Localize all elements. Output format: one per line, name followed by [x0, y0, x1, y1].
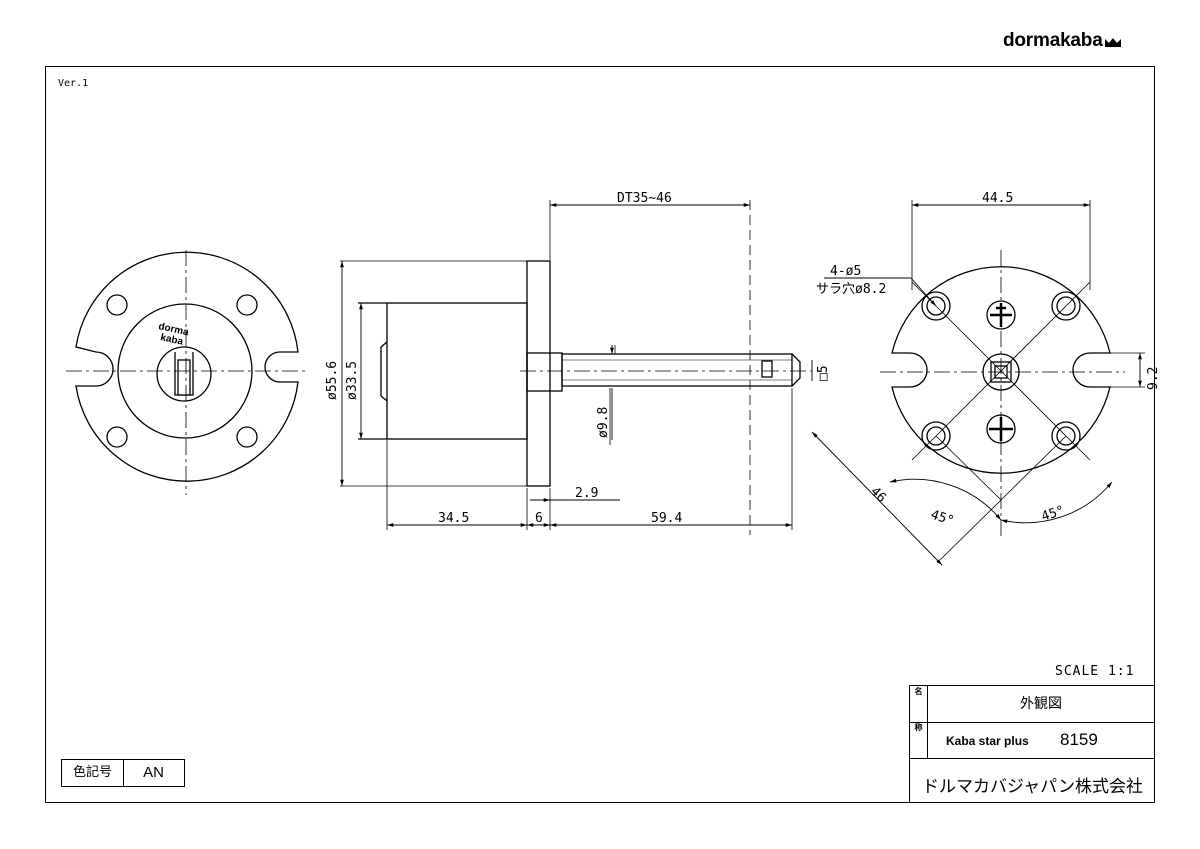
back-dimension-lines	[811, 203, 1142, 566]
dim-angle-right: 45°	[1040, 503, 1067, 525]
dim-body-dia: ø33.5	[345, 361, 360, 400]
drawing-frame	[45, 66, 1155, 803]
back-view	[880, 200, 1145, 561]
dim-angle-left: 45°	[929, 508, 956, 530]
color-code-value: AN	[143, 764, 164, 781]
dim-tail-len: 59.4	[651, 511, 682, 526]
dim-flange-thk: 6	[535, 511, 543, 526]
color-code-label: 色記号	[62, 760, 124, 786]
dim-shaft-dia: ø9.8	[596, 407, 611, 438]
side-dimension-texts: DT35~46 ø55.6 ø33.5 34.5 6 59.4 2.9 ø9.8…	[325, 191, 831, 526]
front-logo: dorma kaba	[157, 321, 190, 348]
dim-countersink: サラ穴ø8.2	[816, 282, 886, 297]
drawing-name: 外観図	[1020, 696, 1062, 712]
brand-logo: dormakaba	[1003, 30, 1121, 52]
dim-body-len: 34.5	[438, 511, 469, 526]
title-row-name: 名 外観図	[910, 686, 1155, 723]
color-code-box: 色記号 AN	[61, 759, 185, 787]
side-dimension-lines	[340, 203, 813, 527]
svg-text:kaba: kaba	[159, 332, 184, 348]
dim-step: 2.9	[575, 486, 598, 501]
name-label-bottom: 称	[910, 722, 928, 758]
model-name: Kaba star plus	[946, 734, 1029, 748]
model-number: 8159	[1060, 730, 1098, 749]
dim-tail-square: □5	[816, 365, 831, 381]
dim-diag: 46	[867, 484, 889, 506]
front-view	[66, 250, 305, 495]
dim-width: 44.5	[982, 191, 1013, 206]
dim-front-dia: ø55.6	[325, 361, 340, 400]
name-label-top: 名	[910, 686, 928, 722]
back-dimension-texts: 44.5 4-ø5 サラ穴ø8.2 9.2 46 45° 45°	[816, 191, 1161, 529]
dim-dt-range: DT35~46	[617, 191, 672, 206]
brand-name: dormakaba	[1003, 30, 1103, 51]
title-block: 名 外観図 称 Kaba star plus 8159 ドルマカバジャパン株式会…	[909, 685, 1155, 803]
scale-label: SCALE 1:1	[1055, 664, 1135, 679]
company-name: ドルマカバジャパン株式会社	[922, 777, 1143, 797]
dim-holes: 4-ø5	[830, 264, 861, 279]
version-label: Ver.1	[58, 78, 89, 89]
side-view	[340, 200, 812, 535]
dim-slot: 9.2	[1146, 367, 1161, 390]
title-row-model: 称 Kaba star plus 8159	[910, 722, 1155, 759]
crown-icon	[1104, 38, 1121, 47]
